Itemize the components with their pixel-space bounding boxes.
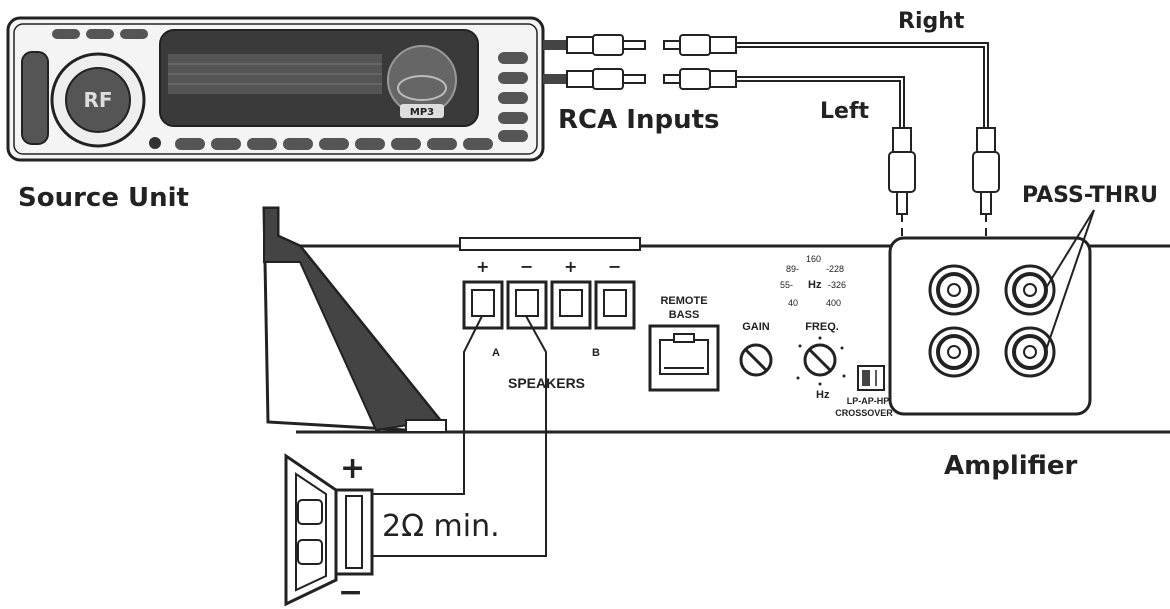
channel-b-label: B bbox=[592, 347, 600, 359]
freq-89: 89- bbox=[786, 264, 799, 274]
svg-text:RF: RF bbox=[83, 88, 112, 112]
terminal-1-polarity: + bbox=[476, 257, 489, 276]
freq-hz-label: Hz bbox=[816, 389, 830, 401]
speaker: + − bbox=[284, 451, 374, 609]
speaker-terminals: + − + − A B SPEAKERS bbox=[462, 257, 636, 391]
right-channel-label: Right bbox=[898, 9, 965, 34]
freq-scale-hz: Hz bbox=[808, 279, 822, 291]
freq-40: 40 bbox=[788, 298, 798, 308]
svg-text:MP3: MP3 bbox=[410, 107, 434, 118]
release-panel bbox=[21, 51, 49, 145]
gain-knob: GAIN bbox=[739, 321, 773, 377]
freq-326: -326 bbox=[828, 280, 846, 290]
amplifier: + − + − A B SPEAKERS REMOTE BASS GAIN FR… bbox=[262, 206, 1170, 434]
source-unit-label: Source Unit bbox=[18, 183, 189, 213]
rca-cables bbox=[543, 34, 1000, 349]
freq-400: 400 bbox=[826, 298, 841, 308]
speaker-minus-sign: − bbox=[338, 575, 363, 609]
remote-label: REMOTE bbox=[660, 295, 707, 307]
freq-label: FREQ. bbox=[805, 321, 839, 333]
freq-160: 160 bbox=[806, 254, 821, 264]
rca-input-panel bbox=[888, 209, 1095, 416]
speaker-wires bbox=[372, 315, 547, 557]
crossover-switch: LP-AP-HP CROSSOVER bbox=[835, 365, 893, 418]
amplifier-label: Amplifier bbox=[944, 451, 1078, 481]
left-channel-label: Left bbox=[820, 99, 870, 124]
disc-display bbox=[387, 45, 457, 115]
right-buttons bbox=[498, 52, 528, 142]
bass-label: BASS bbox=[669, 309, 700, 321]
top-buttons bbox=[52, 29, 148, 39]
crossover-label: CROSSOVER bbox=[835, 408, 893, 418]
freq-228: -228 bbox=[826, 264, 844, 274]
source-unit: RF MP3 bbox=[6, 16, 545, 162]
rca-inputs-label: RCA Inputs bbox=[558, 105, 719, 135]
freq-knob: FREQ. Hz 160 89- -228 55- -326 40 400 Hz bbox=[780, 254, 846, 401]
freq-55: 55- bbox=[780, 280, 793, 290]
terminal-3-polarity: + bbox=[564, 257, 577, 276]
preset-buttons bbox=[175, 138, 493, 150]
remote-bass-port: REMOTE BASS bbox=[648, 295, 720, 392]
channel-a-label: A bbox=[492, 347, 500, 359]
crossover-modes-label: LP-AP-HP bbox=[847, 396, 890, 406]
terminal-4-polarity: − bbox=[608, 257, 621, 276]
gain-label: GAIN bbox=[742, 321, 770, 333]
speaker-plus-sign: + bbox=[340, 451, 365, 486]
pass-thru-label: PASS-THRU bbox=[1022, 183, 1158, 208]
terminal-2-polarity: − bbox=[520, 257, 533, 276]
impedance-label: 2Ω min. bbox=[382, 509, 500, 544]
